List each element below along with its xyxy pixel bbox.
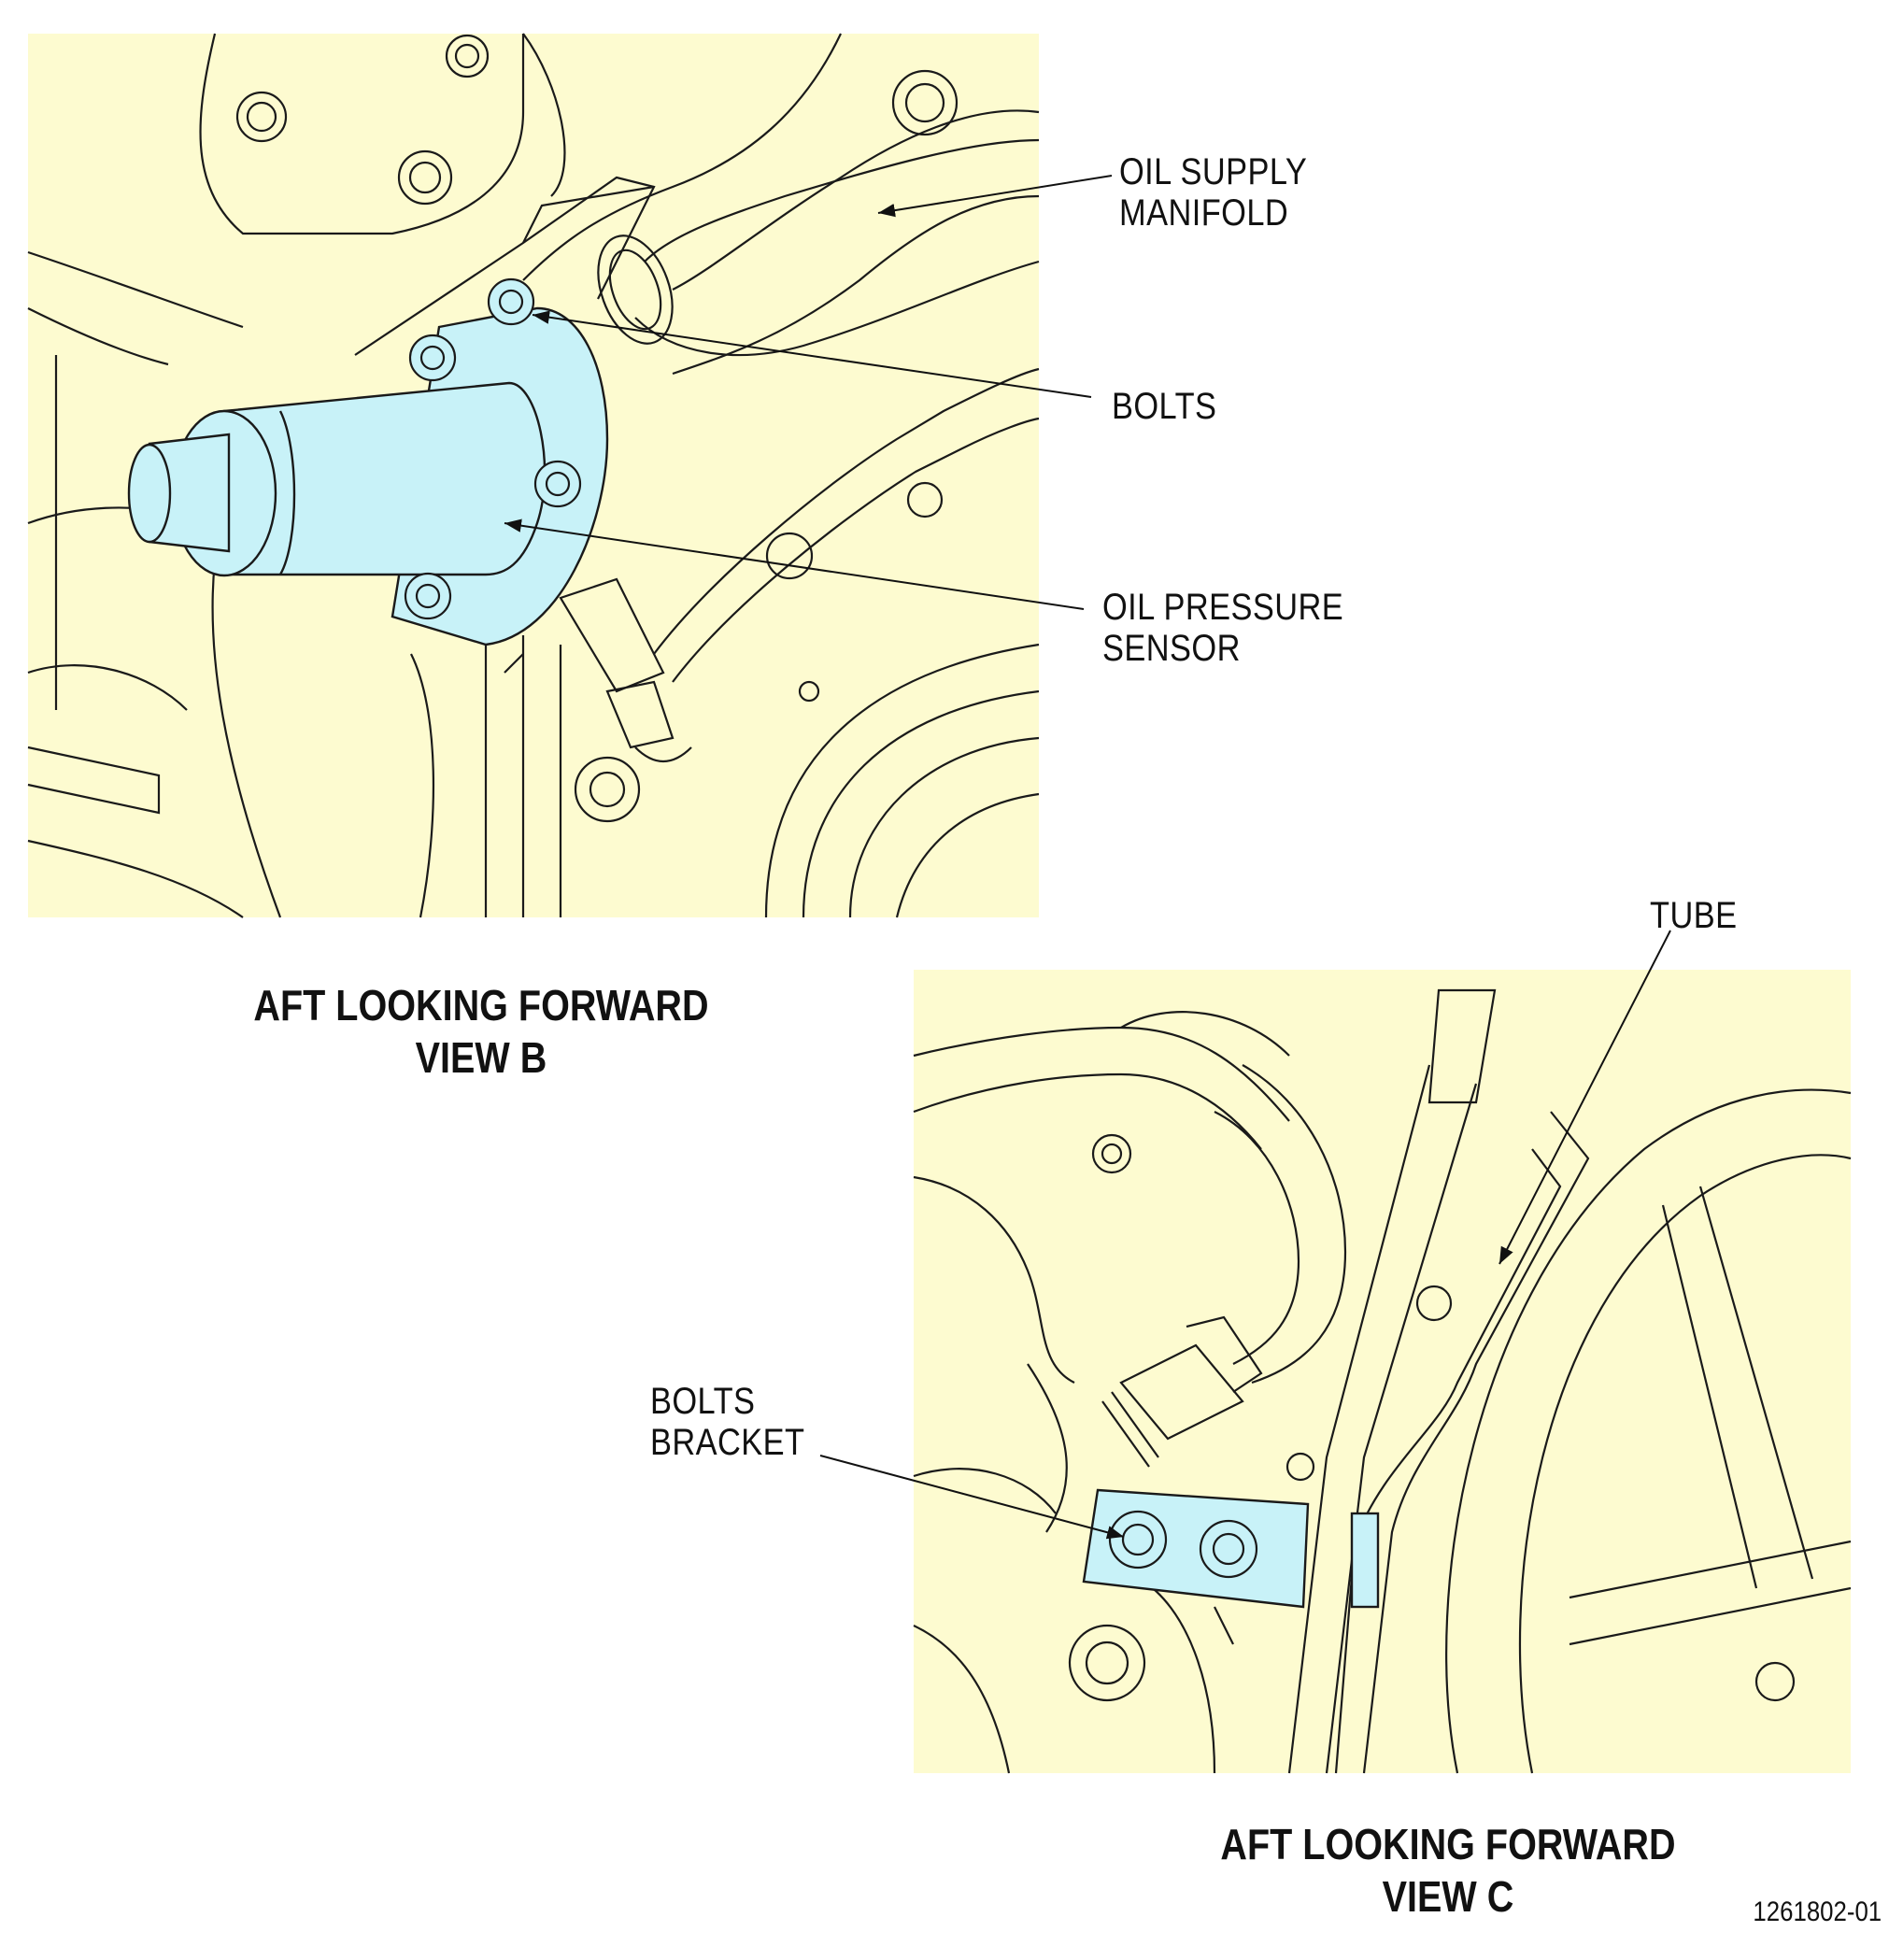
housing-bolt-1 [235,91,288,143]
bolts-leader [532,310,1092,398]
bolts-bracket-label: BOLTS BRACKET [650,1381,804,1463]
bracket-bolts [1108,1510,1258,1579]
oil-pressure-sensor-leader [504,518,1085,610]
view-c-illustration [819,930,1852,1774]
oil-pressure-sensor-part [127,306,609,646]
bolts-bracket-leader [819,1455,1125,1540]
oil-pressure-sensor-line-1: OIL PRESSURE [1102,587,1344,628]
view-c-caption-line-2: VIEW C [1382,1872,1514,1921]
view-b-caption: AFT LOOKING FORWARD VIEW B [244,979,717,1084]
housing-bolt-2 [397,149,453,206]
oil-supply-manifold-line-2: MANIFOLD [1119,192,1289,234]
view-b-caption-line-2: VIEW B [415,1033,547,1082]
figure-id: 1261802-01 [1753,1896,1882,1927]
view-c-caption-line-1: AFT LOOKING FORWARD [1220,1820,1676,1868]
housing-bolt-4 [891,69,959,136]
view-c-caption: AFT LOOKING FORWARD VIEW C [1211,1818,1684,1923]
oil-pressure-sensor-line-2: SENSOR [1102,628,1241,669]
view-b-caption-line-1: AFT LOOKING FORWARD [253,981,709,1030]
sensor-flange-bolts [404,277,582,620]
view-c-panel [914,970,1851,1773]
bolts-bracket-line-1: BOLTS [650,1381,756,1422]
oil-pressure-sensor-label: OIL PRESSURE SENSOR [1102,587,1343,669]
lower-bolt [574,756,641,823]
view-b-illustration [27,33,1113,918]
housing-bolt-3 [445,34,490,78]
oil-supply-manifold-line-1: OIL SUPPLY [1119,151,1308,192]
oil-supply-manifold-leader [877,175,1113,218]
tube-leader [1498,930,1671,1265]
oil-supply-manifold-label: OIL SUPPLY MANIFOLD [1119,151,1307,234]
bolts-bracket-line-2: BRACKET [650,1422,805,1463]
bolts-label: BOLTS [1112,386,1217,427]
tube-label: TUBE [1650,895,1738,936]
